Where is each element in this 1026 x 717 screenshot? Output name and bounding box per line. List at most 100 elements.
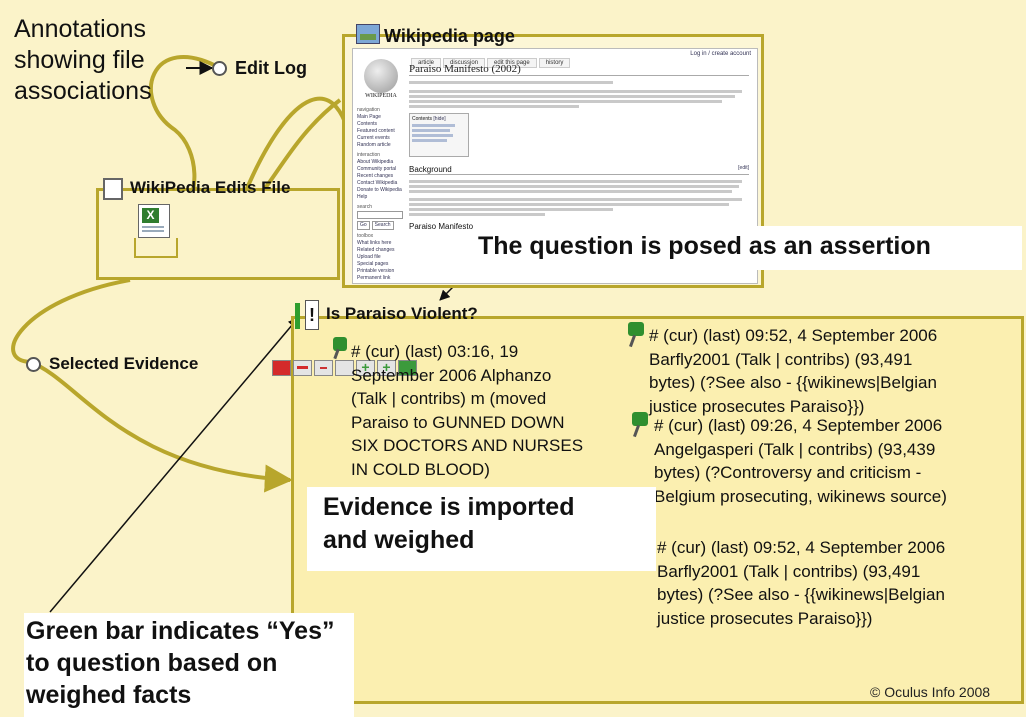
- green-bar-callout: Green bar indicates “Yes” to question ba…: [24, 613, 354, 717]
- wikipedia-panel-title: Wikipedia page: [384, 26, 515, 46]
- weight-strong-plus[interactable]: [398, 360, 417, 376]
- green-bar-arrow: [49, 317, 299, 613]
- sidebar-link[interactable]: Contents: [357, 121, 378, 127]
- evidence-line: justice prosecutes Paraiso}}): [657, 608, 873, 628]
- evidence-callout: Evidence is imported and weighed: [307, 487, 656, 571]
- sidebar-link[interactable]: Upload file: [357, 254, 381, 260]
- evidence-item[interactable]: # (cur) (last) 09:52, 4 September 2006 B…: [657, 536, 945, 630]
- node-circle-icon: [26, 356, 41, 372]
- sidebar-link[interactable]: Printable version: [357, 268, 395, 274]
- evidence-callout-line: and weighed: [323, 526, 475, 554]
- evidence-line: # (cur) (last) 09:26, 4 September 2006: [654, 416, 943, 435]
- edit-log-connector: [149, 54, 221, 212]
- account-links[interactable]: Log in / create account: [690, 51, 751, 57]
- annotation-line: associations: [14, 77, 152, 105]
- evidence-item[interactable]: # (cur) (last) 09:52, 4 September 2006 B…: [649, 324, 937, 418]
- selected-evidence-label: Selected Evidence: [49, 354, 199, 373]
- wikipedia-logo: WIKIPEDIA: [359, 59, 403, 103]
- evidence-pin-icon[interactable]: [329, 337, 349, 360]
- sidebar-link[interactable]: Help: [357, 194, 368, 200]
- document-icon: [103, 178, 123, 200]
- evidence-callout-line: Evidence is imported: [323, 493, 575, 521]
- tab-edit[interactable]: edit this page: [487, 58, 537, 68]
- evidence-line: Paraiso to GUNNED DOWN: [351, 412, 565, 432]
- sidebar-search-input[interactable]: [357, 211, 403, 219]
- annotation-title: Annotations showing file associations: [14, 14, 152, 107]
- wiki-sidebar: navigation Main Page Contents Featured c…: [357, 107, 403, 282]
- sidebar-link[interactable]: Related changes: [357, 247, 395, 253]
- evidence-line: Barfly2001 (Talk | contribs) (93,491: [649, 349, 913, 369]
- edit-log-node[interactable]: Edit Log: [212, 58, 307, 79]
- evidence-item[interactable]: # (cur) (last) 09:26, 4 September 2006 A…: [654, 414, 947, 508]
- edit-log-label: Edit Log: [235, 58, 307, 78]
- evidence-line: # (cur) (last) 03:16, 19: [351, 342, 519, 361]
- sidebar-link[interactable]: About Wikipedia: [357, 159, 394, 165]
- green-bar-callout-line: Green bar indicates “Yes”: [26, 617, 335, 645]
- node-circle-icon: [212, 61, 227, 76]
- question-icon: !: [305, 300, 319, 330]
- edit-link[interactable]: [edit]: [738, 165, 749, 171]
- sidebar-search-button[interactable]: Search: [371, 221, 394, 230]
- weight-scale-control[interactable]: + +: [272, 360, 417, 376]
- wiki-to-edits-connector: [258, 98, 342, 197]
- evidence-line: SIX DOCTORS AND NURSES: [351, 436, 584, 455]
- excel-file-icon[interactable]: X: [138, 204, 170, 238]
- wiki-article: Paraiso Manifesto (2002) Contents [hide]…: [409, 63, 749, 231]
- toc-label: Contents: [412, 116, 433, 122]
- sidebar-link[interactable]: Recent changes: [357, 173, 394, 179]
- tab-history[interactable]: history: [538, 58, 571, 68]
- sidebar-link[interactable]: Contact Wikipedia: [357, 180, 398, 186]
- weight-plus[interactable]: +: [356, 360, 375, 376]
- weight-medium-plus[interactable]: +: [377, 360, 396, 376]
- evidence-line: Barfly2001 (Talk | contribs) (93,491: [657, 561, 921, 581]
- sidebar-link[interactable]: Random article: [357, 142, 391, 148]
- sidebar-search-heading: search: [357, 204, 373, 210]
- sidebar-link[interactable]: Community portal: [357, 166, 397, 172]
- annotation-line: showing file: [14, 46, 145, 74]
- weight-strong-minus[interactable]: [272, 360, 291, 376]
- assertion-callout-text: The question is posed as an assertion: [478, 232, 931, 260]
- evidence-pin-icon[interactable]: [624, 322, 646, 348]
- section-background: Background: [409, 165, 452, 174]
- evidence-pin-icon[interactable]: [628, 412, 650, 438]
- sidebar-toolbox-heading: toolbox: [357, 233, 374, 239]
- section-manifesto: Paraiso Manifesto: [409, 222, 474, 231]
- sidebar-link[interactable]: Featured content: [357, 128, 395, 134]
- weight-minus[interactable]: [314, 360, 333, 376]
- evidence-line: # (cur) (last) 09:52, 4 September 2006: [657, 538, 946, 557]
- annotation-line: Annotations: [14, 15, 147, 43]
- edits-file-title: WikiPedia Edits File: [130, 178, 291, 197]
- sidebar-link[interactable]: Donate to Wikipedia: [357, 187, 402, 193]
- evidence-line: bytes) (?See also - {{wikinews|Belgian: [649, 373, 937, 392]
- sidebar-nav-heading: navigation: [357, 107, 380, 113]
- green-bar-callout-line: weighed facts: [26, 681, 192, 709]
- wikipedia-page-icon: [356, 24, 380, 44]
- sidebar-link[interactable]: Special pages: [357, 261, 389, 267]
- yes-bar: [295, 303, 300, 329]
- weight-neutral[interactable]: [335, 360, 354, 376]
- weight-medium-minus[interactable]: [293, 360, 312, 376]
- tab-discussion[interactable]: discussion: [443, 58, 486, 68]
- evidence-line: # (cur) (last) 09:52, 4 September 2006: [649, 326, 938, 345]
- evidence-line: bytes) (?Controversy and criticism -: [654, 463, 922, 482]
- selected-evidence-node[interactable]: Selected Evidence: [26, 354, 198, 374]
- evidence-item[interactable]: # (cur) (last) 03:16, 19 September 2006 …: [351, 340, 583, 481]
- sidebar-link[interactable]: Current events: [357, 135, 390, 141]
- sidebar-go-button[interactable]: Go: [357, 221, 370, 230]
- toc-toggle[interactable]: [hide]: [433, 116, 446, 122]
- question-title: Is Paraiso Violent?: [326, 304, 478, 323]
- sidebar-link[interactable]: Permanent link: [357, 275, 391, 281]
- evidence-line: justice prosecutes Paraiso}}): [649, 396, 865, 416]
- toc-box: Contents [hide]: [409, 113, 469, 157]
- sidebar-link[interactable]: What links here: [357, 240, 392, 246]
- excel-holder-box: [134, 238, 178, 258]
- tab-article[interactable]: article: [411, 58, 442, 68]
- evidence-line: Angelgasperi (Talk | contribs) (93,439: [654, 439, 936, 459]
- logo-text: WIKIPEDIA: [365, 93, 397, 99]
- sidebar-link[interactable]: Main Page: [357, 114, 381, 120]
- edits-file-panel[interactable]: [96, 188, 340, 280]
- article-title: Paraiso Manifesto (2002): [409, 63, 749, 76]
- selected-evidence-connector: [11, 278, 293, 493]
